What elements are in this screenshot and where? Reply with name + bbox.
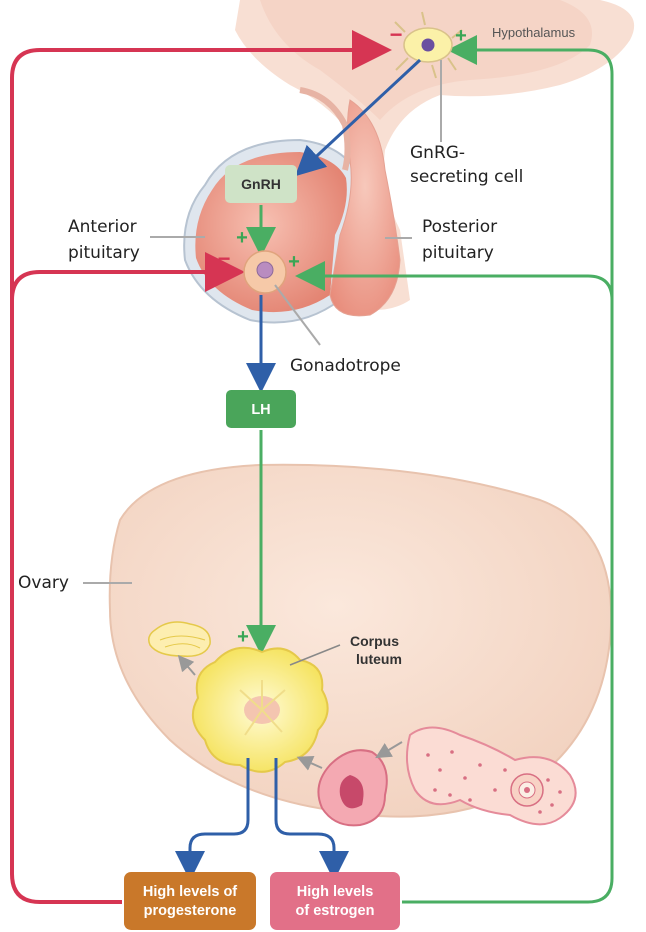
corpus-luteum-label-line1: Corpus [350,633,399,649]
estrogen-label-line2: of estrogen [296,903,375,919]
negative-feedback-outer-line [10,30,392,904]
negative-feedback-inner-line [10,252,245,301]
progesterone-box: High levels of progesterone [124,872,256,930]
gnrg-secreting-cell [394,11,463,79]
lh-box: LH [226,390,296,428]
gnrh-release-arrow [295,58,422,177]
hypothalamus-label: Hypothalamus [492,25,576,40]
estrogen-release-arrow [274,758,349,881]
gnrh-label: GnRH [241,176,281,192]
progesterone-label-line2: progesterone [144,903,237,919]
corpus-luteum-label-line2: luteum [356,651,402,667]
anterior-pituitary-label-line1: Anterior [68,217,137,237]
pituitary-gland [183,87,401,324]
gnrh-plus-sign: + [236,227,248,249]
estrogen-label-line1: High levels [297,884,374,900]
positive-feedback-inner-line [295,261,614,301]
progesterone-release-arrow [175,758,250,881]
posterior-pituitary-label-line1: Posterior [422,217,497,237]
gnrh-box: GnRH [225,165,297,203]
gnrg-cell-label-line1: GnRG- [410,143,465,163]
lh-plus-sign: + [237,626,249,648]
regression-arrow [177,654,196,676]
ruptured-follicle [317,749,388,827]
pituitary-plus-sign: + [288,251,300,273]
posterior-pituitary-label-line2: pituitary [422,243,494,263]
estrogen-box: High levels of estrogen [270,872,400,930]
ovulation-arrow [375,741,403,759]
gnrg-cell-label-line2: secreting cell [410,167,523,187]
lh-label: LH [251,402,270,418]
gonadotrope-cell [243,250,287,294]
pituitary-minus-sign: − [218,246,231,271]
gonadotrope-leader [274,284,321,346]
anterior-pituitary-label-line2: pituitary [68,243,140,263]
gonadotrope-label: Gonadotrope [290,356,401,376]
corpus-luteum [191,646,329,773]
hypothalamus-minus-sign: − [390,22,403,47]
ovulating-follicle [405,726,577,826]
hypothalamus-plus-sign: + [455,25,467,47]
positive-feedback-outer-line [402,35,614,904]
corpus-albicans [148,621,211,657]
luteinization-arrow [296,755,323,771]
progesterone-label-line1: High levels of [143,884,237,900]
ovary-label: Ovary [18,573,69,593]
corpus-luteum-leader [289,644,341,666]
